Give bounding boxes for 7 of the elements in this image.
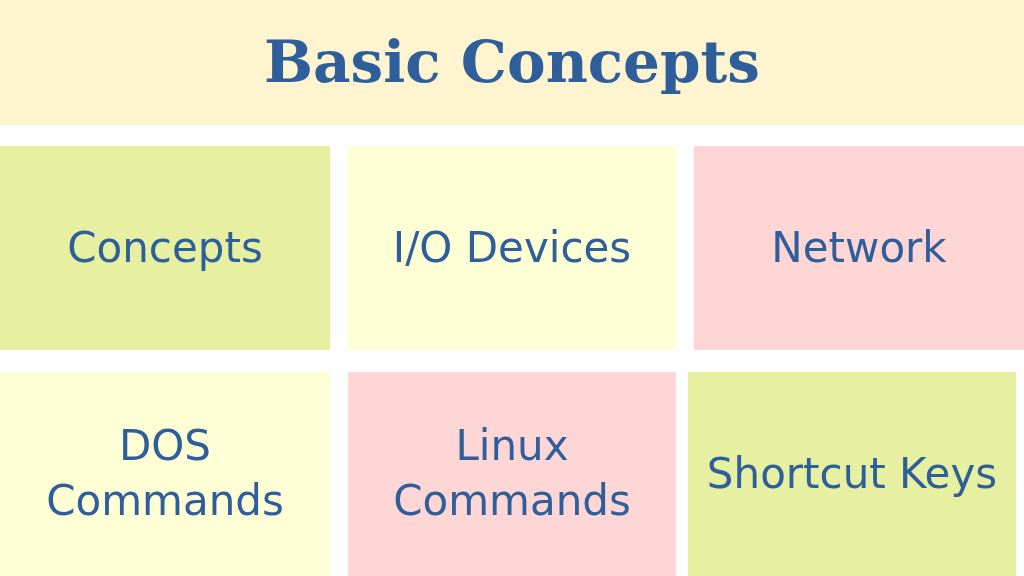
topic-box: I/O Devices	[348, 146, 676, 350]
heading-band: Basic Concepts	[0, 0, 1024, 125]
topic-box: Shortcut Keys	[688, 372, 1016, 576]
topic-box: Linux Commands	[348, 372, 676, 576]
topic-box: Network	[694, 146, 1024, 350]
topic-box: DOS Commands	[0, 372, 330, 576]
topic-box: Concepts	[0, 146, 330, 350]
